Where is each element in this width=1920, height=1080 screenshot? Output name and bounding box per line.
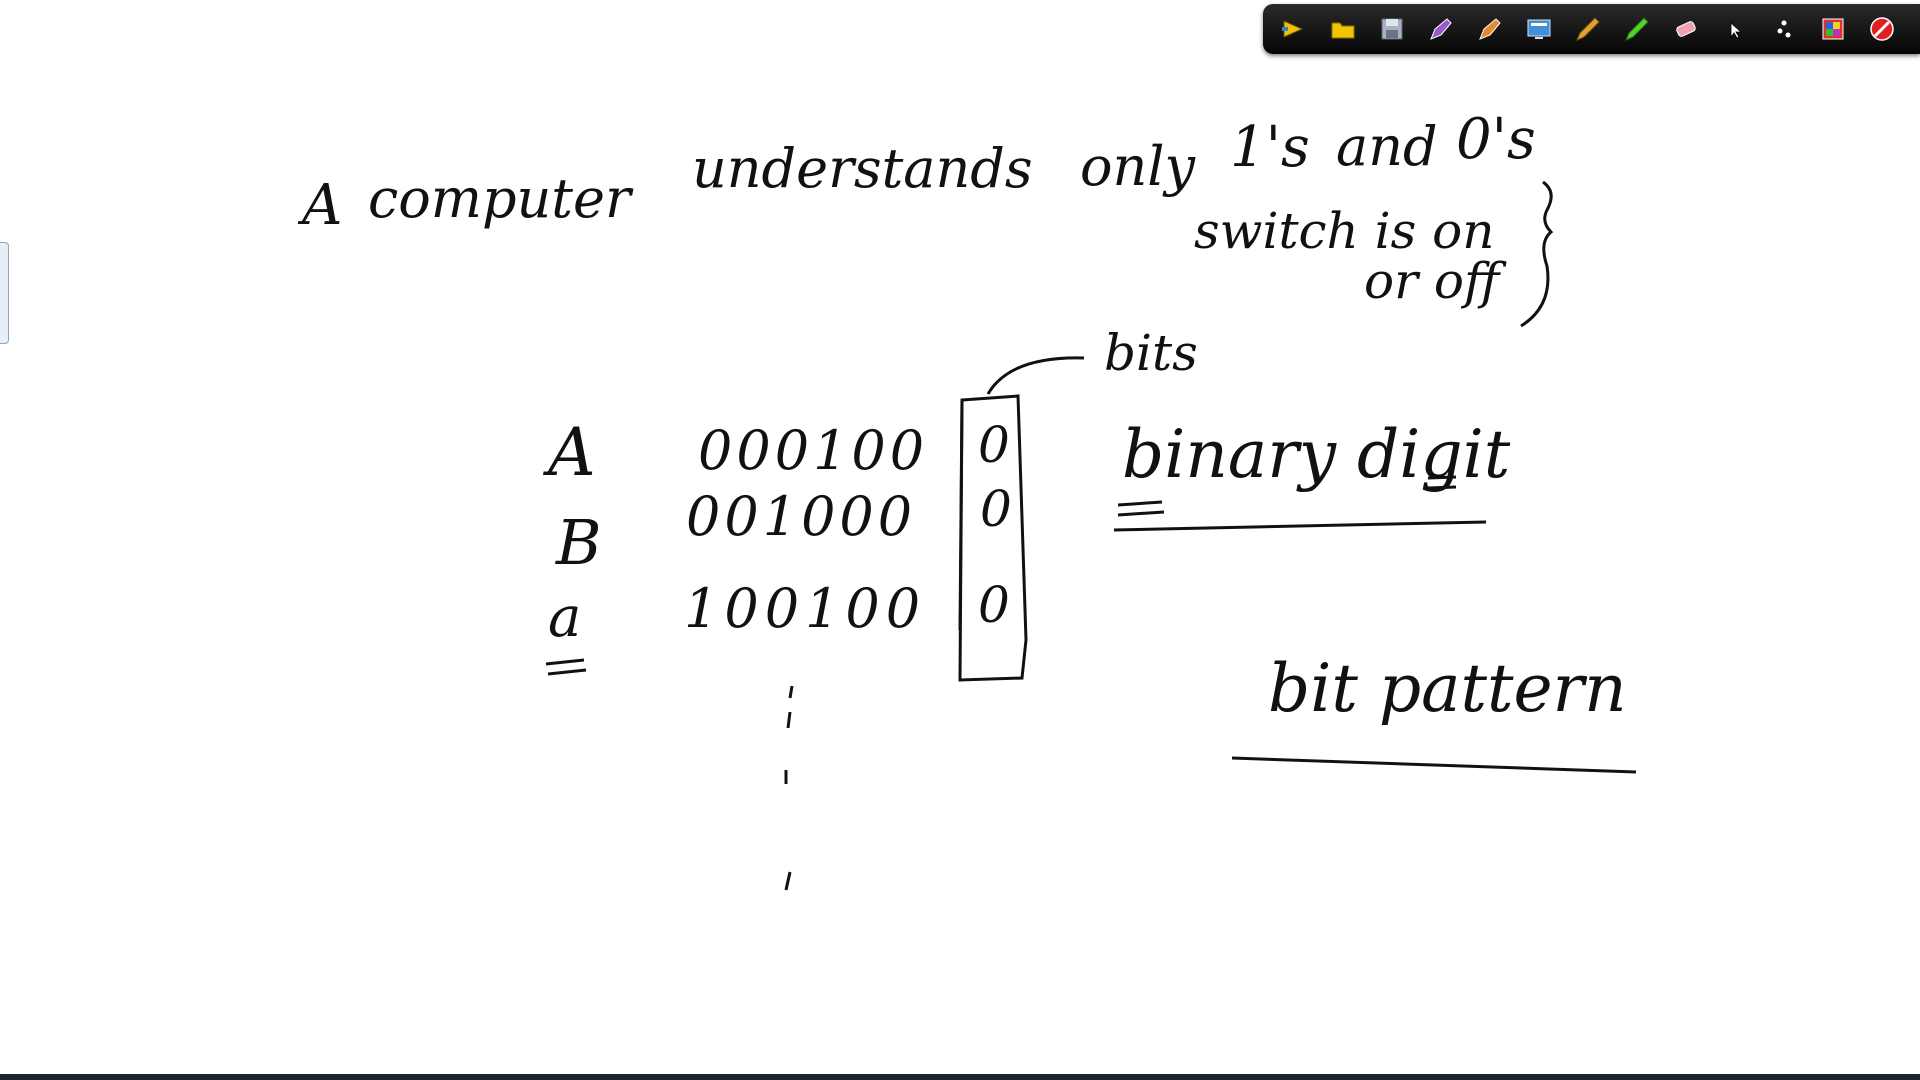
row-bit-a-upper: 0	[978, 416, 1010, 474]
switch-note-line1: switch is on	[1194, 202, 1495, 260]
pen-purple-icon[interactable]	[1424, 12, 1458, 46]
a-underline-2	[547, 668, 587, 676]
switch-note-line2: or off	[1364, 252, 1500, 310]
color-palette-icon[interactable]	[1816, 12, 1850, 46]
row-bit-b: 0	[980, 480, 1012, 538]
row-bit-a-lower: 0	[978, 576, 1010, 634]
pen-orange-icon[interactable]	[1473, 12, 1507, 46]
switch-brace	[1520, 180, 1554, 328]
dots-icon[interactable]	[1767, 12, 1801, 46]
annotation-toolbar	[1263, 4, 1920, 54]
a-underline-1	[545, 658, 585, 666]
binary-b-double-2	[1117, 510, 1165, 517]
continuation-dot-2	[786, 711, 792, 729]
row-letter-a-lower: a	[548, 585, 582, 650]
note-computer: computer	[368, 167, 631, 230]
bottom-taskbar-edge	[0, 1074, 1920, 1080]
bit-pattern-label: bit pattern	[1268, 650, 1627, 727]
note-a-word: A	[302, 173, 343, 238]
close-stop-icon[interactable]	[1865, 12, 1899, 46]
row-pattern-b: 001000	[686, 485, 917, 548]
continuation-dot-4	[784, 871, 792, 891]
row-letter-b: B	[556, 506, 602, 579]
pencil-icon[interactable]	[1571, 12, 1605, 46]
screen-icon[interactable]	[1522, 12, 1556, 46]
bit-column-box	[958, 394, 1028, 682]
binary-t-double-1	[1427, 475, 1457, 480]
binary-b-double-1	[1117, 500, 1163, 507]
binary-digit-label: binary digit	[1122, 416, 1511, 493]
save-disk-icon[interactable]	[1375, 12, 1409, 46]
row-letter-a-upper: A	[548, 414, 596, 491]
side-panel-tab[interactable]	[0, 242, 9, 344]
bits-label: bits	[1104, 324, 1198, 382]
row-pattern-a-lower: 100100	[684, 577, 927, 640]
folder-icon[interactable]	[1326, 12, 1360, 46]
pointer-cursor-icon[interactable]	[1718, 12, 1752, 46]
pen-arrow-icon[interactable]	[1277, 12, 1311, 46]
note-ones: 1's	[1230, 115, 1310, 180]
eraser-icon[interactable]	[1669, 12, 1703, 46]
highlighter-green-icon[interactable]	[1620, 12, 1654, 46]
note-and: and	[1336, 115, 1438, 178]
note-only: only	[1080, 135, 1196, 198]
bits-pointer-line	[986, 356, 1085, 395]
bit-pattern-underline	[1231, 756, 1637, 774]
note-zeros: 0's	[1456, 107, 1536, 172]
note-understands: understands	[692, 137, 1033, 200]
binary-t-double-2	[1427, 485, 1457, 490]
continuation-dot-1	[788, 685, 794, 699]
binary-digit-underline	[1113, 520, 1487, 532]
row-pattern-a-upper: 000100	[698, 419, 929, 482]
bit-column-divider	[958, 399, 964, 631]
